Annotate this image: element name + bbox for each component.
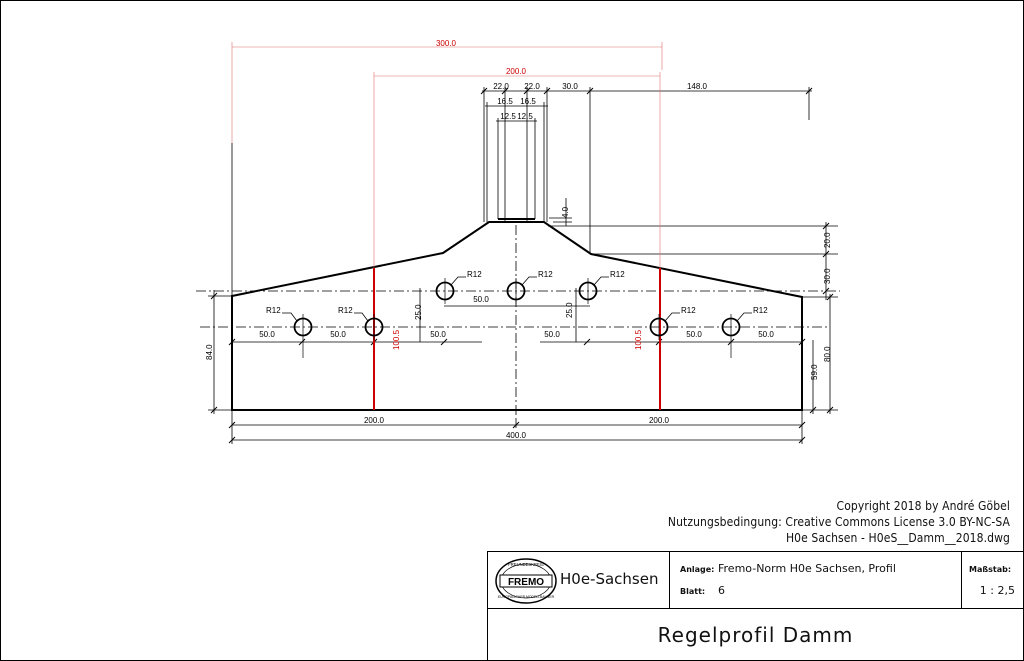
dim-200-top: 200.0 bbox=[506, 67, 527, 76]
dim-16-5-left: 16.5 bbox=[497, 97, 513, 106]
dim-200-bottom-right: 200.0 bbox=[649, 416, 670, 425]
dim-200-bottom-left: 200.0 bbox=[364, 416, 385, 425]
blatt-value: 6 bbox=[718, 584, 725, 597]
info-cell: Anlage: Fremo-Norm H0e Sachsen, Profil B… bbox=[670, 552, 962, 609]
dim-100-5-left: 100.5 bbox=[392, 329, 401, 350]
dim-50-2: 50.0 bbox=[330, 330, 346, 339]
dim-59: 59.0 bbox=[810, 364, 819, 380]
radius-label: R12 bbox=[338, 306, 353, 315]
dim-12-5-left: 12.5 bbox=[500, 112, 516, 121]
dim-400: 400.0 bbox=[506, 431, 527, 440]
hole-crosses bbox=[302, 278, 732, 358]
copyright-line: Copyright 2018 by André Göbel bbox=[836, 499, 1010, 513]
radius-label: R12 bbox=[467, 270, 482, 279]
dim-30: 30.0 bbox=[562, 82, 578, 91]
red-height-lines bbox=[373, 268, 661, 410]
radius-leaders bbox=[282, 276, 752, 322]
red-dimension-lines bbox=[231, 42, 663, 268]
scale-label: Maßstab: bbox=[969, 565, 1012, 574]
dim-25-left: 25.0 bbox=[414, 304, 423, 320]
embankment-profile bbox=[231, 221, 803, 411]
dim-50-6: 50.0 bbox=[758, 330, 774, 339]
file-name-line: H0e Sachsen - H0eS__Damm__2018.dwg bbox=[785, 531, 1010, 545]
radius-label: R12 bbox=[538, 270, 553, 279]
logo-main-text: FREMO bbox=[508, 577, 544, 588]
fremo-logo: FREUNDESKREIS FREMO EUROPÄISCHER MODELLB… bbox=[495, 558, 557, 604]
dim-12-5-right: 12.5 bbox=[517, 112, 533, 121]
dim-30-right: 30.0 bbox=[823, 268, 832, 284]
dim-50-top: 50.0 bbox=[473, 295, 489, 304]
dim-22-left: 22.0 bbox=[493, 82, 509, 91]
blatt-label: Blatt: bbox=[680, 587, 706, 596]
radius-label: R12 bbox=[681, 306, 696, 315]
radius-label: R12 bbox=[610, 270, 625, 279]
rail-slot-lines bbox=[483, 87, 810, 254]
scale-cell: Maßstab: 1 : 2,5 bbox=[962, 552, 1023, 609]
title-block: FREUNDESKREIS FREMO EUROPÄISCHER MODELLB… bbox=[487, 551, 1023, 660]
holes bbox=[293, 281, 741, 337]
logo-top-text: FREUNDESKREIS bbox=[508, 562, 544, 567]
group-name: H0e-Sachsen bbox=[560, 570, 659, 588]
dim-20: 20.0 bbox=[823, 232, 832, 248]
dim-300: 300.0 bbox=[436, 39, 457, 48]
dim-22-right: 22.0 bbox=[524, 82, 540, 91]
scale-value: 1 : 2,5 bbox=[979, 584, 1015, 597]
dim-50-4: 50.0 bbox=[544, 330, 560, 339]
dim-50-3: 50.0 bbox=[430, 330, 446, 339]
dimension-lines bbox=[208, 90, 838, 444]
dim-16-5-right: 16.5 bbox=[520, 97, 536, 106]
license-line: Nutzungsbedingung: Creative Commons Lice… bbox=[667, 515, 1010, 529]
dim-25-right: 25.0 bbox=[565, 302, 574, 318]
dim-4: 4.0 bbox=[561, 206, 570, 218]
dim-80: 80.0 bbox=[823, 346, 832, 362]
logo-cell: FREUNDESKREIS FREMO EUROPÄISCHER MODELLB… bbox=[488, 552, 670, 609]
title-cell: Regelprofil Damm bbox=[488, 609, 1023, 660]
radius-label: R12 bbox=[753, 306, 768, 315]
dim-50-5: 50.0 bbox=[686, 330, 702, 339]
dim-148: 148.0 bbox=[687, 82, 708, 91]
dim-84: 84.0 bbox=[205, 344, 214, 360]
dimension-ticks bbox=[210, 87, 834, 444]
logo-bottom-text: EUROPÄISCHER MODELLBAHNER bbox=[498, 595, 555, 599]
dim-50-1: 50.0 bbox=[259, 330, 275, 339]
anlage-value: Fremo-Norm H0e Sachsen, Profil bbox=[718, 562, 896, 575]
center-lines bbox=[196, 225, 840, 420]
anlage-label: Anlage: bbox=[680, 565, 715, 574]
drawing-title: Regelprofil Damm bbox=[657, 623, 854, 647]
radius-label: R12 bbox=[266, 306, 281, 315]
dim-100-5-right: 100.5 bbox=[634, 329, 643, 350]
